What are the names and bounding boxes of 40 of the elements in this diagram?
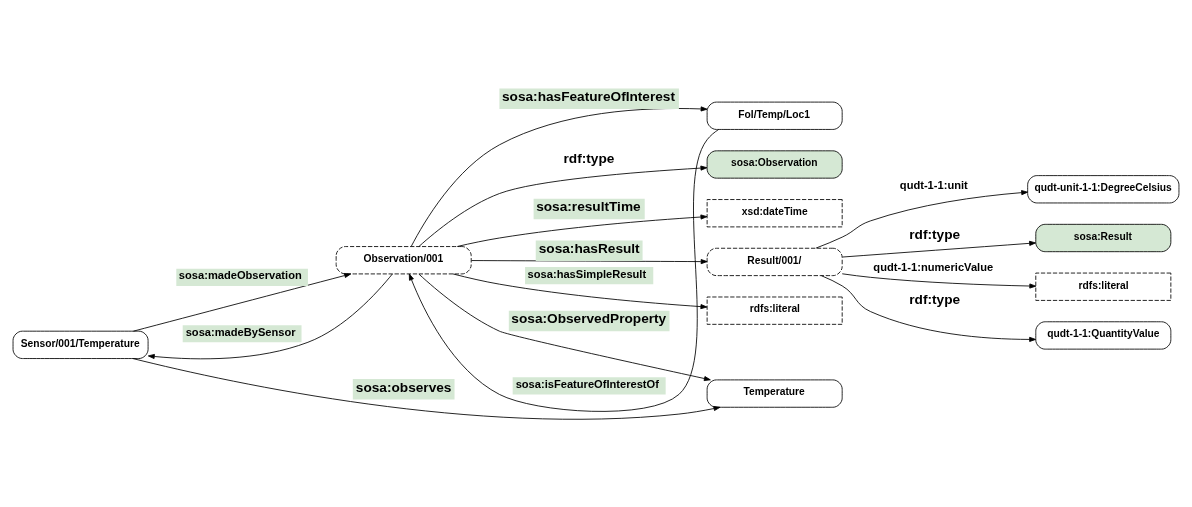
edge-label: qudt-1-1:unit	[899, 178, 968, 191]
edge-label: sosa:hasFeatureOfInterest	[501, 88, 676, 104]
edge-label: qudt-1-1:numericValue	[873, 260, 994, 273]
arrow	[470, 258, 708, 264]
node-box: Observation/001	[335, 245, 472, 274]
edge-label: sosa:observes	[355, 379, 452, 395]
edge-label: sosa:ObservedProperty	[511, 310, 667, 326]
arrow	[408, 128, 720, 412]
edge-label: sosa:isFeatureOfInterestOf	[515, 377, 659, 390]
arrow	[132, 357, 721, 420]
arrow	[147, 273, 393, 359]
arrow	[821, 274, 1037, 342]
arrow	[410, 105, 708, 247]
arrow	[456, 214, 708, 247]
arrow	[815, 189, 1029, 249]
node-box: qudt-unit-1-1:DegreeCelsius	[1027, 174, 1180, 203]
edge-label: sosa:madeBySensor	[185, 325, 296, 338]
edge-label: sosa:resultTime	[536, 198, 641, 214]
arrow	[418, 165, 708, 247]
arrow	[841, 272, 1037, 289]
node-box: FoI/Temp/Loc1	[706, 101, 843, 130]
node-box: rdfs:literal	[706, 296, 843, 325]
edge-label: sosa:hasSimpleResult	[527, 267, 647, 280]
node-box: rdfs:literal	[1035, 272, 1172, 301]
edge-label: sosa:madeObservation	[178, 268, 302, 281]
node-box: Result/001/	[706, 247, 843, 276]
node-box: xsd:dateTime	[706, 198, 843, 227]
node-box: qudt-1-1:QuantityValue	[1035, 320, 1172, 350]
edge-label: sosa:hasResult	[538, 240, 640, 256]
arrow	[133, 272, 352, 332]
edge-label: rdf:type	[909, 291, 961, 307]
edge-label: rdf:type	[909, 226, 961, 242]
node-box: sosa:Result	[1035, 223, 1172, 252]
node-box: Temperature	[706, 378, 843, 408]
node-box: Sensor/001/Temperature	[12, 330, 149, 359]
edge-label: rdf:type	[563, 150, 615, 166]
arrow	[452, 273, 708, 309]
arrow	[842, 240, 1037, 257]
arrow	[418, 273, 711, 381]
node-box: sosa:Observation	[706, 149, 843, 179]
